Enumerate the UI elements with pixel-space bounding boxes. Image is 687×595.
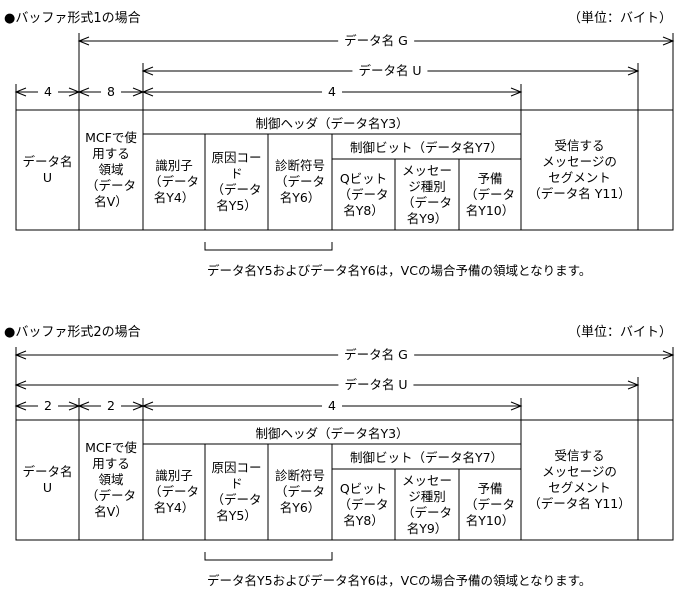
- cell-diagnostic-code-y6: 診断符号 （データ 名Y6）: [274, 468, 325, 515]
- cell-identifier-y4: 識別子 （データ 名Y4）: [148, 158, 199, 205]
- footnote: データ名Y5およびデータ名Y6は，VCの場合予備の領域となります。: [207, 573, 592, 588]
- byte-count-header: 4: [322, 85, 342, 99]
- cell-cause-code-y5: 原因コー ド （データ 名Y5）: [211, 150, 262, 213]
- cell-mcf-area: MCFで使 用する 領域 （データ 名V）: [85, 130, 137, 209]
- cell-cause-code-y5: 原因コー ド （データ 名Y5）: [211, 460, 262, 523]
- unit-label: （単位：バイト）: [568, 11, 673, 26]
- section-title: ●バッファ形式2の場合: [4, 325, 141, 340]
- cell-reserved-y10: 予備 （データ 名Y10）: [464, 480, 515, 528]
- byte-count-mcf: 8: [101, 85, 121, 99]
- byte-count-u: 2: [38, 399, 58, 413]
- dimension-label-u: データ名 U: [338, 378, 414, 392]
- cell-q-bit-y8: Qビット （データ 名Y8）: [338, 170, 389, 218]
- cell-reserved-y10: 予備 （データ 名Y10）: [464, 170, 515, 218]
- byte-count-u: 4: [38, 85, 58, 99]
- control-header-y3: 制御ヘッダ（データ名Y3）: [255, 425, 409, 441]
- byte-count-mcf: 2: [101, 399, 121, 413]
- cell-data-u: データ名 U: [22, 464, 73, 495]
- cell-q-bit-y8: Qビット （データ 名Y8）: [338, 480, 389, 528]
- control-bits-y7: 制御ビット（データ名Y7）: [349, 140, 504, 155]
- cell-data-u: データ名 U: [22, 154, 73, 185]
- cell-identifier-y4: 識別子 （データ 名Y4）: [148, 468, 199, 515]
- section-title: ●バッファ形式1の場合: [4, 11, 141, 26]
- cell-mcf-area: MCFで使 用する 領域 （データ 名V）: [85, 440, 137, 519]
- cell-segment-y11: 受信する メッセージの セグメント （データ名 Y11）: [528, 138, 631, 201]
- cell-message-type-y9: メッセー ジ種別 （データ 名Y9）: [401, 472, 452, 536]
- cell-segment-y11: 受信する メッセージの セグメント （データ名 Y11）: [528, 448, 631, 511]
- byte-count-header: 4: [322, 399, 342, 413]
- control-header-y3: 制御ヘッダ（データ名Y3）: [255, 115, 409, 131]
- footnote: データ名Y5およびデータ名Y6は，VCの場合予備の領域となります。: [207, 263, 592, 278]
- cell-diagnostic-code-y6: 診断符号 （データ 名Y6）: [274, 158, 325, 205]
- control-bits-y7: 制御ビット（データ名Y7）: [349, 450, 504, 465]
- dimension-label-g: データ名 G: [338, 34, 414, 48]
- cell-message-type-y9: メッセー ジ種別 （データ 名Y9）: [401, 162, 452, 226]
- dimension-label-u: データ名 U: [352, 64, 428, 78]
- dimension-label-g: データ名 G: [338, 348, 414, 362]
- unit-label: （単位：バイト）: [568, 325, 673, 340]
